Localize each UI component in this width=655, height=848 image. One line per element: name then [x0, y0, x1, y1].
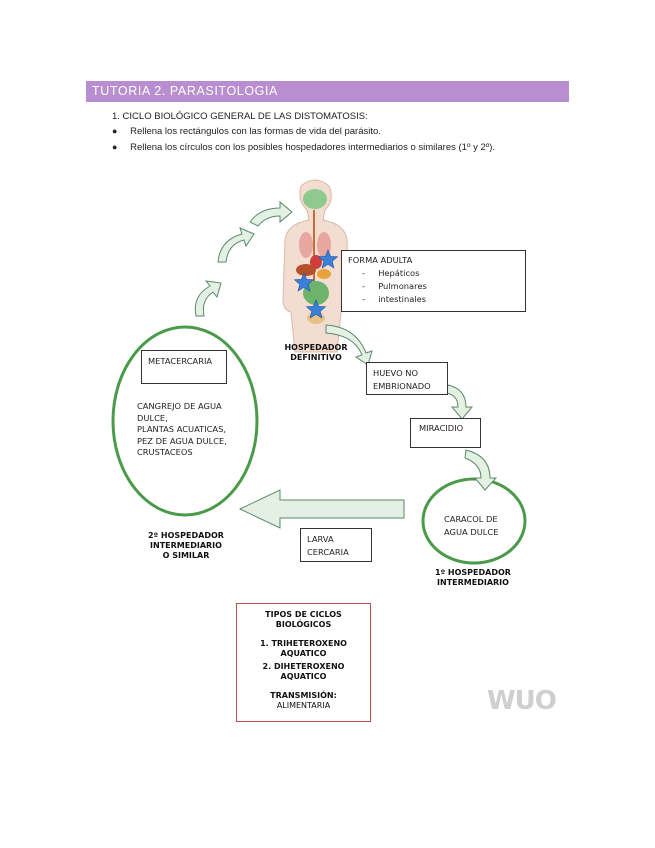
egg-line-1: HUEVO NO — [373, 368, 418, 378]
left-arrow-icon — [238, 489, 405, 529]
cycle-type-item-1-line-2: AQUATICO — [280, 649, 327, 658]
definitive-host-label: HOSPEDADOR DEFINITIVO — [280, 343, 352, 363]
curved-arrow-icon — [464, 449, 498, 491]
second-host-list: CANGREJO DE AGUA DULCE, PLANTAS ACUATICA… — [137, 401, 227, 459]
instruction-bullet-1-text: Rellena los rectángulos con las formas d… — [130, 126, 381, 137]
cycle-type-item-1-line-1: 1. TRIHETEROXENO — [260, 639, 347, 648]
cycle-type-item-2-line-2: AQUATICO — [280, 672, 327, 681]
cycle-types-title: TIPOS DE CICLOS BIOLÓGICOS — [237, 610, 370, 630]
miracidium-box[interactable]: MIRACIDIO — [410, 418, 481, 448]
second-host-line-2: INTERMEDIARIO — [150, 541, 222, 550]
cycle-types-title-line-1: TIPOS DE CICLOS — [265, 610, 342, 619]
second-host-item: PLANTAS ACUATICAS, — [137, 424, 227, 434]
second-host-line-1: 2º HOSPEDADOR — [148, 531, 224, 540]
adult-item-3: - intestinales — [362, 294, 427, 304]
bullet-icon: ● — [112, 142, 118, 152]
snail-line-2: AGUA DULCE — [444, 527, 499, 537]
second-host-line-3: O SIMILAR — [162, 551, 210, 560]
definitive-host-line-1: HOSPEDADOR — [284, 343, 348, 352]
curved-arrow-icon — [217, 227, 255, 263]
cycle-types-title-line-2: BIOLÓGICOS — [275, 620, 332, 629]
instruction-bullet-2: ● Rellena los círculos con los posibles … — [112, 142, 495, 153]
second-host-item: CANGREJO DE AGUA — [137, 401, 222, 411]
cycle-type-item-2-line-1: 2. DIHETEROXENO — [262, 662, 345, 671]
curved-arrow-icon — [325, 324, 373, 366]
instruction-bullet-1: ● Rellena los rectángulos con las formas… — [112, 126, 381, 137]
adult-item-1: - Hepáticos — [362, 268, 420, 278]
adult-item-3-text: intestinales — [378, 294, 427, 304]
cycle-type-item-1: 1. TRIHETEROXENO AQUATICO — [237, 639, 370, 659]
bullet-icon: ● — [112, 126, 118, 136]
cycle-type-item-2: 2. DIHETEROXENO AQUATICO — [237, 662, 370, 682]
star-icon — [317, 249, 339, 269]
adult-form-box[interactable]: FORMA ADULTA - Hepáticos - Pulmonares - … — [341, 250, 526, 312]
first-host-line-2: INTERMEDIARIO — [437, 578, 509, 587]
egg-box[interactable]: HUEVO NO EMBRIONADO — [366, 362, 448, 395]
curved-arrow-icon — [249, 200, 293, 227]
metacercaria-box[interactable]: METACERCARIA — [141, 350, 227, 384]
second-host-item: DULCE, — [137, 412, 168, 423]
second-host-circle[interactable] — [111, 325, 259, 517]
adult-item-1-text: Hepáticos — [378, 268, 420, 278]
definitive-host-line-2: DEFINITIVO — [290, 353, 342, 362]
adult-item-2: - Pulmonares — [362, 281, 427, 291]
instruction-bullet-2-text: Rellena los círculos con los posibles ho… — [130, 142, 496, 153]
cercaria-box[interactable]: LARVA CERCARIA — [300, 528, 372, 562]
egg-line-2: EMBRIONADO — [373, 381, 431, 391]
metacercaria-text: METACERCARIA — [148, 356, 213, 366]
transmission-label: TRANSMISIÓN: — [270, 691, 337, 700]
second-host-label: 2º HOSPEDADOR INTERMEDIARIO O SIMILAR — [138, 531, 234, 561]
second-host-item: PEZ DE AGUA DULCE, — [137, 435, 227, 446]
instruction-item-1: 1. CICLO BIOLÓGICO GENERAL DE LAS DISTOM… — [112, 111, 368, 122]
adult-form-title: FORMA ADULTA — [348, 255, 413, 265]
section-header-bar: TUTORIA 2. PARASITOLOGIA — [86, 81, 569, 102]
transmission-value: ALIMENTARIA — [276, 701, 331, 710]
miracidium-text: MIRACIDIO — [419, 423, 464, 433]
adult-item-2-text: Pulmonares — [378, 281, 427, 291]
first-host-line-1: 1º HOSPEDADOR — [435, 568, 511, 577]
cercaria-line-2: CERCARIA — [307, 547, 349, 557]
cercaria-line-1: LARVA — [307, 534, 334, 544]
star-icon — [305, 299, 327, 319]
curved-arrow-icon — [445, 384, 474, 420]
transmission: TRANSMISIÓN: ALIMENTARIA — [237, 691, 370, 711]
human-body-icon — [282, 179, 350, 353]
first-host-label: 1º HOSPEDADOR INTERMEDIARIO — [425, 568, 521, 588]
snail-line-1: CARACOL DE — [444, 514, 498, 524]
second-host-item: CRUSTACEOS — [137, 447, 193, 457]
curved-arrow-icon — [194, 280, 222, 317]
cycle-types-box: TIPOS DE CICLOS BIOLÓGICOS 1. TRIHETEROX… — [236, 603, 371, 722]
first-host-circle[interactable] — [421, 477, 527, 565]
watermark-logo: WUO — [487, 686, 557, 716]
section-title: TUTORIA 2. PARASITOLOGIA — [92, 84, 278, 98]
star-icon — [293, 272, 315, 292]
